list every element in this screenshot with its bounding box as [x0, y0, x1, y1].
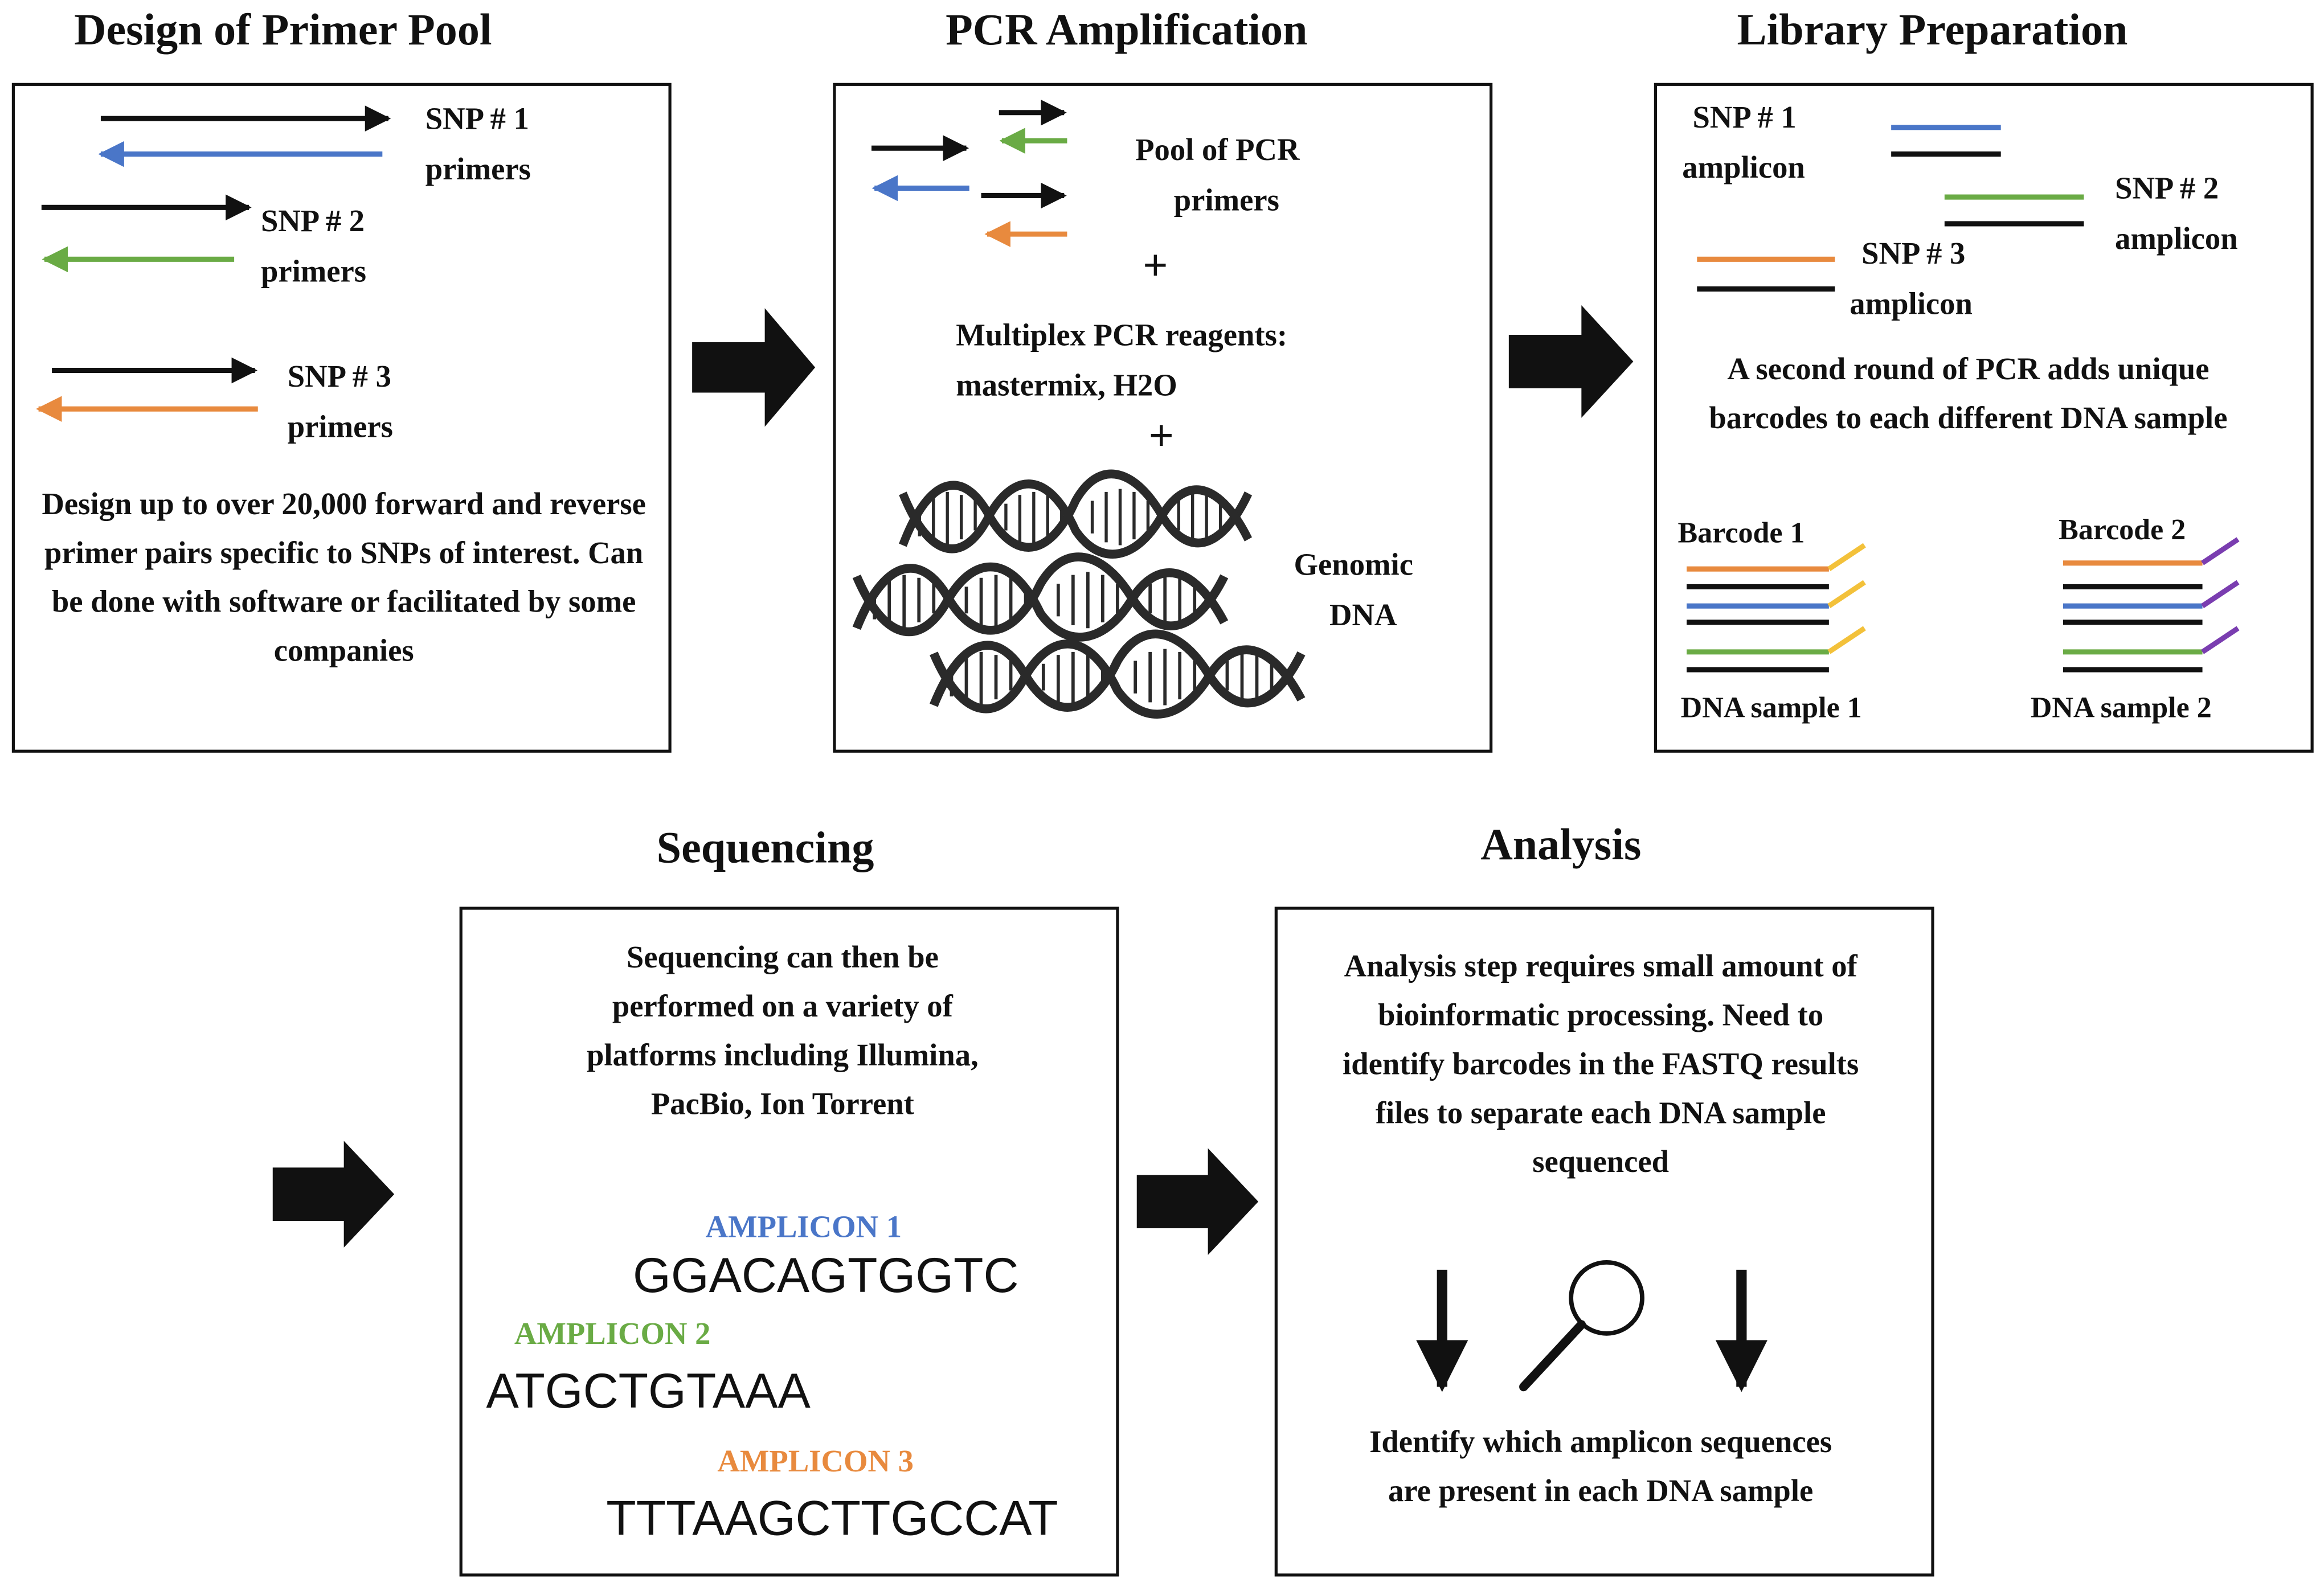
pcr-panel-title: PCR Amplification: [946, 6, 1308, 55]
genomic-dna-label: Genomic: [1294, 547, 1413, 583]
lib-snp1-sublabel: amplicon: [1682, 149, 1805, 186]
lib-snp1-label: SNP # 1: [1692, 99, 1797, 135]
flow-arrow-1: [692, 308, 816, 427]
pool-label: Pool of PCR: [1135, 132, 1300, 168]
amplicon-2-label: AMPLICON 2: [514, 1315, 711, 1352]
amplicon-3-label: AMPLICON 3: [717, 1443, 914, 1479]
barcode-2-label: Barcode 2: [2059, 514, 2186, 547]
lib-snp3-sublabel: amplicon: [1850, 286, 1973, 322]
design-panel-title: Design of Primer Pool: [74, 6, 492, 55]
amplicon-1-sequence: GGACAGTGGTC: [633, 1247, 1019, 1303]
sequencing-panel-title: Sequencing: [656, 823, 874, 873]
analysis-description: Analysis step requires small amount of b…: [1343, 948, 1859, 1180]
pool-label-2: primers: [1173, 182, 1279, 218]
barcode-group-1: [1687, 543, 1866, 672]
plus-sign-2: +: [1148, 412, 1175, 461]
pcr-panel: [833, 83, 1493, 753]
lib-snp2-sublabel: amplicon: [2115, 220, 2238, 257]
plus-sign-1: +: [1143, 241, 1168, 290]
reagents-line-2: mastermix, H2O: [956, 367, 1177, 403]
analysis-result: Identify which amplicon sequences are pr…: [1369, 1424, 1832, 1508]
flow-arrow-3: [272, 1141, 395, 1248]
design-description: Design up to over 20,000 forward and rev…: [42, 486, 646, 669]
sequencing-panel: [459, 907, 1119, 1577]
design-panel: [11, 83, 672, 753]
dna-helix-1: [903, 474, 1249, 554]
amplicon-2-sequence: ATGCTGTAAA: [486, 1363, 811, 1418]
dna-sample-1-label: DNA sample 1: [1680, 692, 1862, 725]
lib-snp2-label: SNP # 2: [2115, 170, 2219, 206]
genomic-dna-label-2: DNA: [1329, 597, 1397, 633]
snp3-label: SNP # 3: [287, 358, 391, 395]
dna-helix-3: [934, 634, 1301, 714]
library-description: A second round of PCR adds unique barcod…: [1709, 351, 2228, 436]
amplicon-1-label: AMPLICON 1: [705, 1209, 902, 1245]
amplicon-3-sequence: TTTAAGCTTGCCAT: [606, 1490, 1058, 1545]
magnifier-icon: [1519, 1260, 1644, 1392]
snp2-sublabel: primers: [260, 253, 367, 289]
dna-helix-2: [857, 557, 1224, 637]
snp1-sublabel: primers: [425, 151, 531, 187]
analysis-panel: [1274, 907, 1934, 1577]
barcode-1-label: Barcode 1: [1677, 517, 1805, 550]
lib-snp3-label: SNP # 3: [1861, 235, 1966, 272]
flow-arrow-4: [1136, 1148, 1259, 1255]
flow-arrow-2: [1508, 305, 1634, 418]
snp3-sublabel: primers: [287, 409, 393, 445]
analysis-panel-title: Analysis: [1480, 821, 1642, 870]
library-panel-title: Library Preparation: [1737, 6, 2128, 55]
snp2-label: SNP # 2: [260, 203, 365, 239]
reagents-line-1: Multiplex PCR reagents:: [956, 317, 1288, 353]
dna-sample-2-label: DNA sample 2: [2030, 692, 2212, 725]
snp1-label: SNP # 1: [425, 100, 529, 137]
sequencing-description: Sequencing can then be performed on a va…: [586, 939, 979, 1122]
barcode-group-2: [2063, 537, 2240, 672]
